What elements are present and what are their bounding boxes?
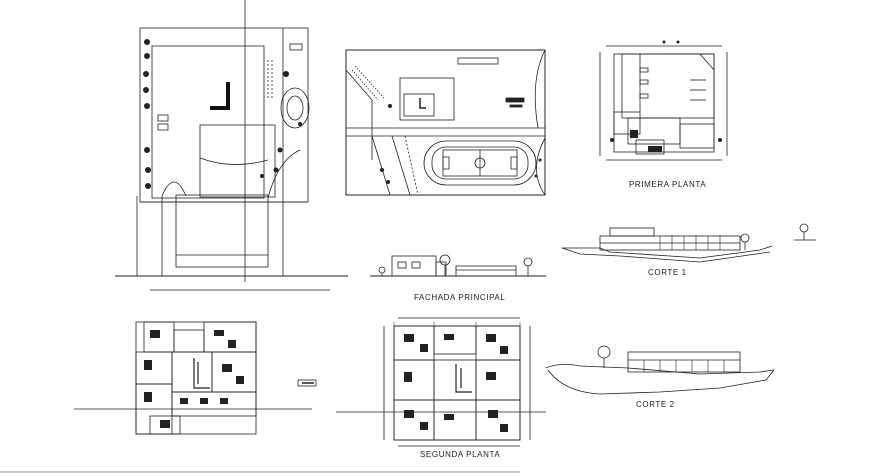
first-floor-plan: [599, 40, 728, 161]
main-facade: [370, 254, 546, 277]
label-segunda-planta: SEGUNDA PLANTA: [420, 450, 501, 459]
second-floor-plan: [336, 317, 546, 447]
section-2: [545, 345, 775, 395]
label-fachada-principal: FACHADA PRINCIPAL: [414, 293, 506, 302]
site-plan: [115, 0, 348, 291]
label-corte-1: CORTE 1: [648, 268, 687, 277]
ground-floor-plan: [74, 321, 317, 435]
section-1: [561, 223, 816, 263]
label-primera-planta: PRIMERA PLANTA: [629, 180, 707, 189]
location-plan: [345, 49, 546, 196]
label-corte-2: CORTE 2: [636, 400, 675, 409]
